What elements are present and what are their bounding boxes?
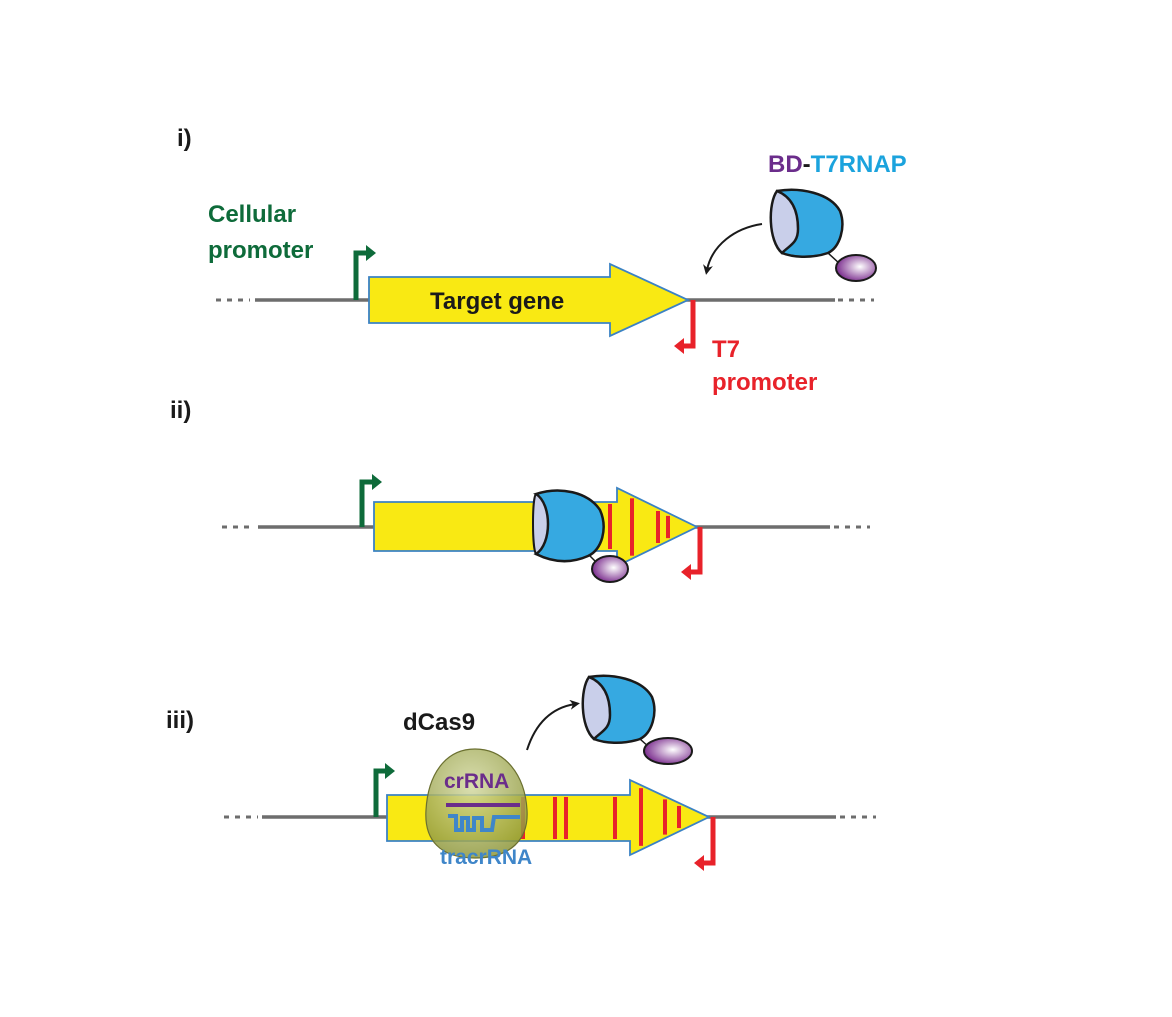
cellular-promoter-label-line1: Cellular xyxy=(208,201,296,228)
panel-i: i) Cellular promoter Target gene T7 prom… xyxy=(177,125,907,396)
t7-promoter-arrowhead xyxy=(674,338,684,354)
dcas9-label: dCas9 xyxy=(403,709,475,736)
t7-promoter-arrow-icon xyxy=(682,300,696,349)
cellular-promoter-arrow-icon xyxy=(359,479,374,527)
bd-t7rnap-protein xyxy=(581,674,693,765)
bd-domain xyxy=(643,737,693,765)
tracrrna-label: tracrRNA xyxy=(440,846,532,869)
bd-t7rnap-protein xyxy=(769,188,877,282)
cellular-promoter-label-line2: promoter xyxy=(208,237,313,264)
panel-label: ii) xyxy=(170,397,191,424)
target-gene-label: Target gene xyxy=(430,288,564,315)
bd-t7rnap-protein xyxy=(532,489,629,583)
t7rnap-body xyxy=(533,489,605,563)
cellular-promoter-arrow-icon xyxy=(373,768,387,817)
cellular-promoter-arrow-icon xyxy=(353,250,368,300)
bd-domain xyxy=(835,254,877,282)
panel-label: i) xyxy=(177,125,192,152)
dcas9-complex: crRNA tracrRNA xyxy=(425,748,532,869)
cellular-promoter-arrowhead xyxy=(372,474,382,490)
t7rnap-face xyxy=(769,189,800,255)
t7-promoter-arrowhead xyxy=(694,855,704,871)
panel-ii: ii) xyxy=(170,397,870,583)
release-arrow-icon xyxy=(526,699,580,751)
target-gene-arrow xyxy=(368,262,691,338)
bd-label: BD xyxy=(768,151,803,178)
t7-promoter-arrow-icon xyxy=(702,817,716,866)
t7-promoter-label-line2: promoter xyxy=(712,369,817,396)
panel-iii: iii) dCas9 crRNA tracrRNA xyxy=(166,674,876,871)
panel-label: iii) xyxy=(166,707,194,734)
cellular-promoter-arrowhead xyxy=(366,245,376,261)
bd-t7rnap-label: BD-T7RNAP xyxy=(768,151,907,178)
tracrrna-strand xyxy=(448,814,520,832)
bd-domain xyxy=(591,555,629,583)
binding-arrow-icon xyxy=(703,223,763,275)
t7-promoter-arrowhead xyxy=(681,564,691,580)
t7rnap-face xyxy=(581,675,612,741)
cellular-promoter-arrowhead xyxy=(385,763,395,779)
fusion-separator: - xyxy=(803,151,811,178)
transcript-bands xyxy=(608,498,670,556)
t7-promoter-arrow-icon xyxy=(689,527,703,575)
t7rnap-label: T7RNAP xyxy=(811,151,907,178)
crrna-label: crRNA xyxy=(444,770,509,793)
t7-promoter-label-line1: T7 xyxy=(712,336,740,363)
